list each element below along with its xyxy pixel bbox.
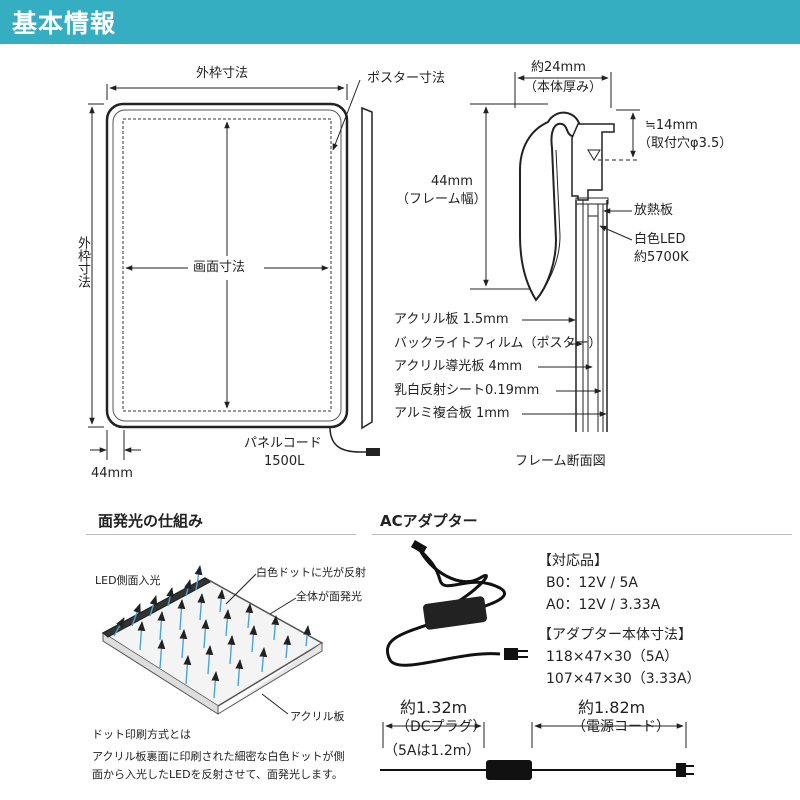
mechanism-divider: [86, 534, 356, 535]
size-title: 【アダプター本体寸法】: [538, 627, 692, 643]
screen-size-label: 画面寸法: [193, 260, 246, 275]
poster-size-label: ポスター寸法: [367, 71, 446, 86]
layer-label-2: バックライトフィルム（ポスター）: [394, 336, 602, 351]
page-title: 基本情報: [12, 9, 117, 38]
power-label: （電源コード）: [572, 719, 670, 735]
frame-height-value: 44mm: [431, 174, 473, 189]
layer-label-3: アクリル導光板 4mm: [394, 359, 523, 374]
hole-label: （取付穴φ3.5）: [638, 136, 733, 151]
compat-title: 【対応品】: [538, 553, 608, 569]
led-light-arrows: [113, 565, 312, 699]
depth-value: 約24mm: [531, 60, 586, 75]
frame-side-view: [361, 106, 373, 430]
dot-method-title: ドット印刷方式とは: [92, 728, 191, 741]
size-5a: 118×47×30（5A）: [546, 649, 679, 665]
panel-cord-length: 1500L: [264, 454, 305, 469]
size-333a: 107×47×30（3.33A）: [546, 671, 701, 687]
adapter-title: ACアダプター: [380, 512, 478, 530]
dot-method-text-1: アクリル板裏面に印刷された細密な白色ドットが側: [92, 750, 345, 763]
outer-size-top-label: 外枠寸法: [196, 66, 249, 81]
layer-label-5: アルミ複合板 1mm: [394, 406, 510, 421]
heat-sink-label: 放熱板: [634, 203, 674, 218]
frame-width-label: 44mm: [91, 466, 133, 481]
led-block: [587, 203, 599, 217]
dc-plug-top: [410, 540, 428, 554]
panel-cord-label: パネルコード: [244, 436, 322, 451]
adapter-body: [423, 596, 487, 630]
outer-size-left-label: 外枠寸法: [75, 236, 90, 288]
acrylic-label: アクリル板: [290, 710, 345, 723]
compat-b0: B0：12V / 5A: [546, 575, 639, 591]
panel-cord: [329, 426, 368, 453]
ac-plug: [504, 648, 518, 660]
compat-a0: A0：12V / 3.33A: [546, 597, 661, 613]
panel-cord-plug: [366, 448, 380, 456]
hole-value: ≒14mm: [645, 118, 698, 133]
mechanism-title: 面発光の仕組み: [98, 512, 204, 530]
white-dot-label: 白色ドットに光が反射: [256, 566, 366, 579]
led-label-2: 約5700K: [634, 250, 689, 265]
power-length: 約1.82m: [578, 698, 646, 717]
acrylic-plate-illustration: [101, 577, 324, 707]
frame-height-label: （フレーム幅）: [396, 192, 487, 207]
dc-note: （5Aは1.2m）: [384, 743, 481, 759]
led-label-1: 白色LED: [634, 232, 686, 247]
frame-outline: [105, 102, 349, 429]
dot-method-text-2: 面から入光したLEDを反射させて、面発光します。: [92, 768, 343, 781]
frame-inner-outline: [112, 109, 342, 422]
whole-surface-label: 全体が面発光: [296, 590, 362, 603]
dc-length: 約1.32m: [400, 698, 468, 717]
dc-label: （DCプラグ）: [396, 719, 487, 735]
layer-label-4: 乳白反射シート0.19mm: [394, 383, 540, 398]
adapter-divider: [372, 534, 792, 535]
adapter-body-side: [486, 760, 532, 780]
header-bar: 基本情報: [0, 0, 800, 44]
led-side-label: LED側面入光: [95, 574, 161, 587]
depth-label: （本体厚み）: [524, 80, 603, 95]
section-caption: フレーム断面図: [515, 454, 606, 469]
layer-label-1: アクリル板 1.5mm: [394, 312, 509, 327]
